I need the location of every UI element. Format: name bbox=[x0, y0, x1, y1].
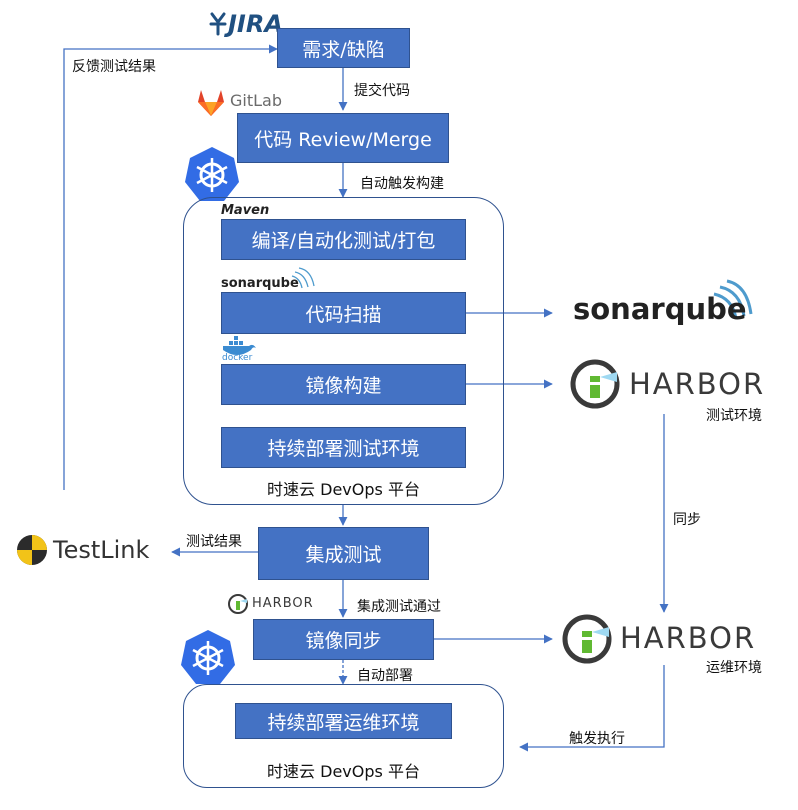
platform-container-top bbox=[183, 197, 504, 505]
sonarqube-big-logo: sonarqube bbox=[573, 292, 747, 326]
test-result-label: 测试结果 bbox=[186, 534, 242, 550]
feedback-arrow bbox=[63, 44, 278, 490]
gitlab-logo: GitLab bbox=[230, 91, 282, 110]
image-build-box: 镜像构建 bbox=[221, 364, 466, 405]
submit-code-label: 提交代码 bbox=[354, 83, 410, 99]
docker-icon bbox=[223, 336, 256, 355]
harbor-ops-icon bbox=[562, 614, 612, 664]
platform-container-bottom bbox=[183, 684, 504, 788]
sonarqube-small-logo: sonarqube bbox=[221, 276, 299, 291]
platform-caption-top: 时速云 DevOps 平台 bbox=[267, 480, 420, 499]
integration-test-box: 集成测试 bbox=[258, 527, 429, 580]
auto-deploy-label: 自动部署 bbox=[357, 668, 413, 684]
docker-logo: docker bbox=[222, 353, 253, 363]
kubernetes-icon-top bbox=[185, 147, 239, 201]
platform-caption-bottom: 时速云 DevOps 平台 bbox=[267, 762, 420, 781]
gitlab-icon bbox=[198, 90, 224, 116]
trigger-execute-label: 触发执行 bbox=[569, 731, 625, 747]
sonarqube-wave-big-icon bbox=[713, 279, 753, 319]
sonarqube-wave-small-icon bbox=[291, 267, 315, 289]
code-scan-box: 代码扫描 bbox=[221, 292, 466, 334]
jira-icon bbox=[209, 12, 227, 36]
harbor-test-icon bbox=[570, 359, 620, 409]
cd-test-box: 持续部署测试环境 bbox=[221, 427, 466, 468]
compile-box: 编译/自动化测试/打包 bbox=[221, 219, 466, 260]
image-sync-box: 镜像同步 bbox=[253, 619, 434, 660]
harbor-ops-logo: HARBOR bbox=[620, 621, 757, 655]
arrow-trigger-execute bbox=[519, 665, 665, 752]
testlink-icon bbox=[17, 535, 47, 565]
maven-logo: Maven bbox=[221, 203, 270, 218]
test-env-label: 测试环境 bbox=[706, 408, 762, 424]
ops-env-label: 运维环境 bbox=[706, 660, 762, 676]
cd-ops-box: 持续部署运维环境 bbox=[235, 703, 452, 739]
integration-passed-label: 集成测试通过 bbox=[357, 599, 441, 615]
feedback-label: 反馈测试结果 bbox=[72, 59, 156, 75]
kubernetes-icon-bottom bbox=[181, 630, 235, 684]
harbor-test-logo: HARBOR bbox=[629, 367, 766, 401]
sync-label: 同步 bbox=[673, 512, 701, 528]
code-review-box: 代码 Review/Merge bbox=[237, 113, 449, 163]
harbor-small-icon bbox=[228, 594, 248, 614]
harbor-small-logo: HARBOR bbox=[252, 596, 314, 611]
testlink-logo: TestLink bbox=[53, 536, 150, 564]
auto-trigger-build-label: 自动触发构建 bbox=[360, 176, 444, 192]
requirements-box: 需求/缺陷 bbox=[277, 28, 410, 68]
jira-logo: JIRA bbox=[228, 10, 283, 38]
